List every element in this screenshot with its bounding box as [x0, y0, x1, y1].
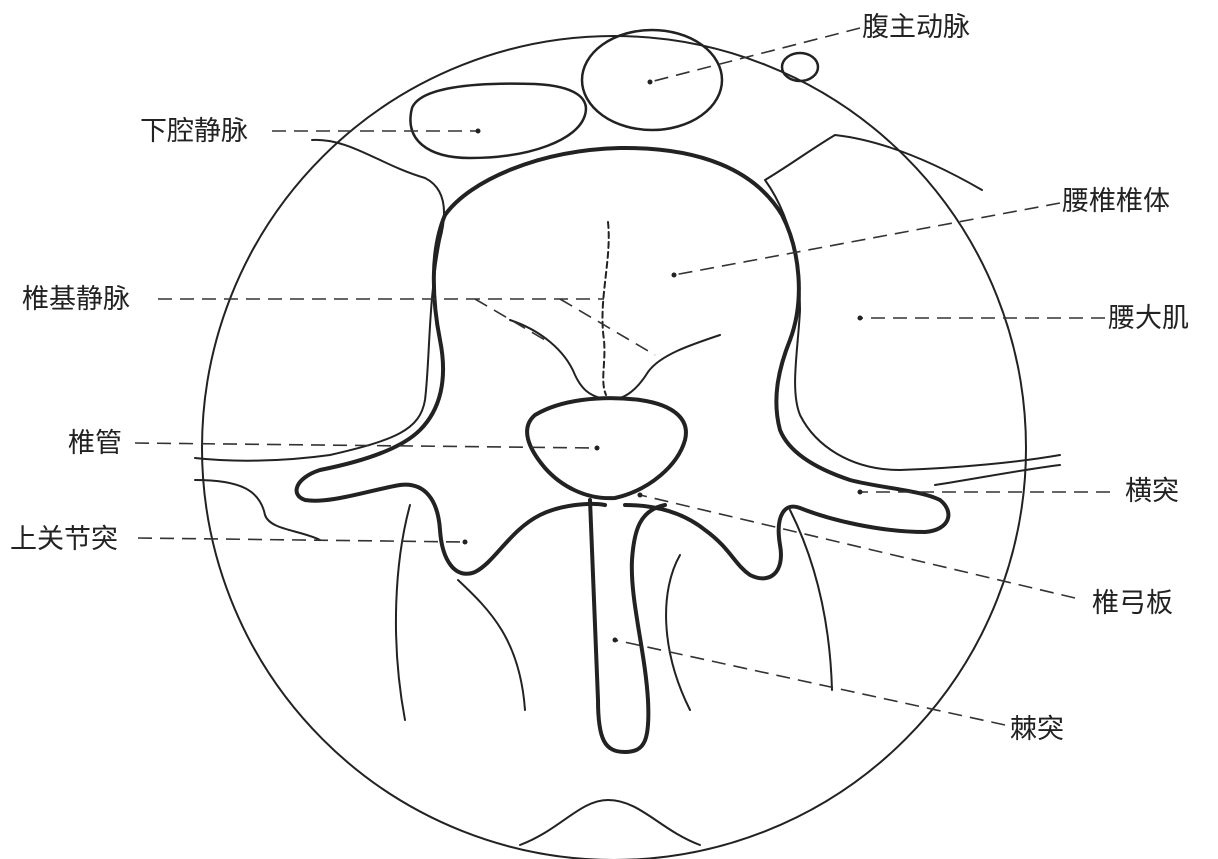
small-vessel-shape — [782, 53, 818, 81]
abdominal-aorta-shape — [582, 30, 722, 130]
dot-superior-articular-process — [463, 540, 468, 545]
dot-spinous-process — [613, 638, 618, 643]
labels: 腹主动脉 下腔静脉 腰椎椎体 椎基静脉 腰大肌 椎管 横突 上关节突 椎弓板 棘… — [10, 12, 1189, 745]
articular-line-left — [458, 580, 525, 710]
leader-superior-articular-process — [138, 538, 465, 542]
label-transverse-process: 横突 — [1125, 476, 1179, 507]
leader-spinous-process — [615, 640, 1005, 725]
label-basivertebral-vein: 椎基静脉 — [22, 284, 130, 315]
basivertebral-vein-center — [602, 222, 608, 395]
dot-lumbar-vertebral-body — [672, 273, 677, 278]
label-abdominal-aorta: 腹主动脉 — [862, 12, 970, 43]
leader-basivertebral-vein-branch2 — [560, 299, 655, 355]
lamina-line-left — [396, 505, 410, 720]
label-psoas-major: 腰大肌 — [1108, 303, 1189, 334]
spinous-process-shape — [590, 500, 665, 752]
basivertebral-vein-right — [620, 335, 720, 398]
dot-abdominal-aorta — [648, 80, 653, 85]
dot-vertebral-canal — [595, 446, 600, 451]
lower-muscle-line — [195, 480, 320, 540]
posterior-tissue-bump — [520, 800, 700, 845]
basivertebral-vein-left — [510, 320, 600, 398]
dot-psoas-major — [858, 316, 863, 321]
leader-lines — [135, 28, 1110, 725]
label-lumbar-vertebral-body: 腰椎椎体 — [1062, 186, 1170, 217]
dot-transverse-process — [858, 490, 863, 495]
right-fascia-line — [765, 135, 1060, 470]
label-inferior-vena-cava: 下腔静脉 — [140, 116, 248, 147]
leader-abdominal-aorta — [650, 28, 860, 82]
left-fascia-line — [195, 140, 444, 461]
vertebral-canal-shape — [527, 398, 686, 498]
inferior-vena-cava-shape — [410, 84, 585, 158]
field-of-view-circle — [202, 36, 1026, 859]
vertebral-body-outline-left — [297, 215, 605, 574]
articular-line-right — [666, 555, 690, 710]
leader-lumbar-vertebral-body — [674, 203, 1060, 275]
vertebral-body-outline — [445, 148, 948, 578]
dot-lamina — [638, 493, 643, 498]
label-lamina: 椎弓板 — [1092, 588, 1173, 619]
label-spinous-process: 棘突 — [1010, 714, 1064, 745]
dot-inferior-vena-cava — [476, 129, 481, 134]
leader-lamina — [640, 495, 1075, 598]
label-superior-articular-process: 上关节突 — [10, 524, 118, 555]
label-vertebral-canal: 椎管 — [68, 428, 122, 459]
lamina-line-right — [790, 510, 832, 690]
